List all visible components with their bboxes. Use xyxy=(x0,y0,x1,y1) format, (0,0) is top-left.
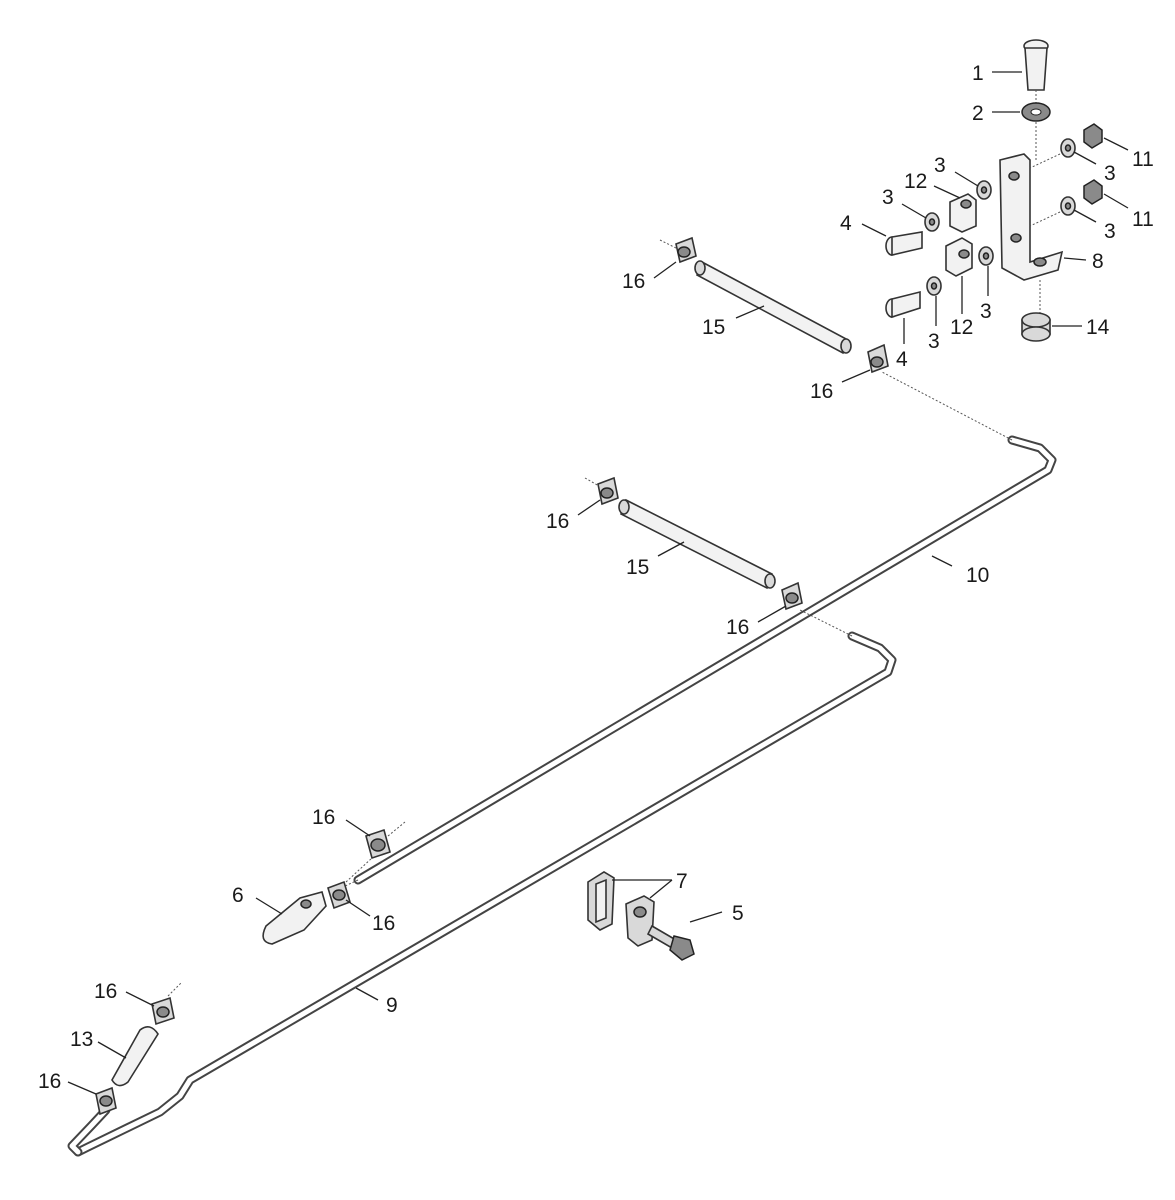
washer-3-b xyxy=(1029,196,1076,227)
callout-10: 10 xyxy=(966,564,989,587)
callout-15: 15 xyxy=(626,556,649,579)
callout-13: 13 xyxy=(70,1028,93,1051)
washer-3-f xyxy=(926,276,942,296)
callout-16: 16 xyxy=(312,806,335,829)
callout-14: 14 xyxy=(1086,316,1110,339)
callout-4: 4 xyxy=(896,348,908,371)
bolt-4-b xyxy=(885,290,921,319)
callout-16: 16 xyxy=(622,270,645,293)
bolt-4-a xyxy=(885,231,923,257)
bushing-16-a xyxy=(675,236,697,264)
link-12-a xyxy=(949,193,977,233)
washer-3-a xyxy=(1029,138,1076,169)
rod-9 xyxy=(67,609,897,1157)
bushing-16-d xyxy=(781,581,803,611)
washer-3-c xyxy=(976,180,992,200)
bushing-16-h xyxy=(95,1086,117,1116)
link-12-b xyxy=(945,237,973,277)
washer-3-d xyxy=(924,212,940,232)
sleeve-15-upper xyxy=(659,239,852,355)
nut-11-b xyxy=(1083,179,1103,205)
bolt-1 xyxy=(1023,39,1049,108)
callout-16: 16 xyxy=(94,980,117,1003)
callout-1: 1 xyxy=(972,62,984,85)
callout-9: 9 xyxy=(386,994,398,1017)
leader-lines xyxy=(67,71,1129,1095)
callout-4: 4 xyxy=(840,212,852,235)
callout-11: 11 xyxy=(1132,208,1154,231)
bushing-16-g xyxy=(151,981,183,1026)
callout-3: 3 xyxy=(934,154,946,177)
callout-3: 3 xyxy=(1104,220,1116,243)
clamp-7 xyxy=(587,871,655,947)
bushing-16-c xyxy=(597,476,619,506)
link-13 xyxy=(111,1026,159,1087)
callout-16: 16 xyxy=(372,912,395,935)
callout-16: 16 xyxy=(546,510,569,533)
callout-3: 3 xyxy=(980,300,992,323)
callout-5: 5 xyxy=(732,902,744,925)
nut-11-a xyxy=(1083,123,1103,149)
callout-3: 3 xyxy=(1104,162,1116,185)
bracket-8 xyxy=(999,153,1064,314)
bushing-16-e xyxy=(365,821,406,860)
callouts: 1 2 3 3 3 3 3 3 4 4 5 6 7 8 9 10 11 11 1… xyxy=(38,62,1154,1093)
callout-3: 3 xyxy=(928,330,940,353)
callout-7: 7 xyxy=(676,870,688,893)
callout-15: 15 xyxy=(702,316,725,339)
callout-16: 16 xyxy=(810,380,833,403)
callout-3: 3 xyxy=(882,186,894,209)
callout-2: 2 xyxy=(972,102,984,125)
callout-16: 16 xyxy=(38,1070,61,1093)
handle-6 xyxy=(262,891,327,945)
sleeve-15-middle xyxy=(584,477,776,590)
bushing-16-b xyxy=(867,343,889,374)
callout-8: 8 xyxy=(1092,250,1104,273)
callout-6: 6 xyxy=(232,884,244,907)
callout-16: 16 xyxy=(726,616,749,639)
bolt-5 xyxy=(646,924,695,961)
bushing-16-f xyxy=(327,857,373,910)
callout-11: 11 xyxy=(1132,148,1154,171)
rod-10 xyxy=(329,371,1057,894)
washer-2 xyxy=(1021,102,1051,160)
washer-3-e xyxy=(978,246,994,266)
callout-12: 12 xyxy=(904,170,927,193)
spacer-14 xyxy=(1021,312,1051,342)
callout-12: 12 xyxy=(950,316,973,339)
